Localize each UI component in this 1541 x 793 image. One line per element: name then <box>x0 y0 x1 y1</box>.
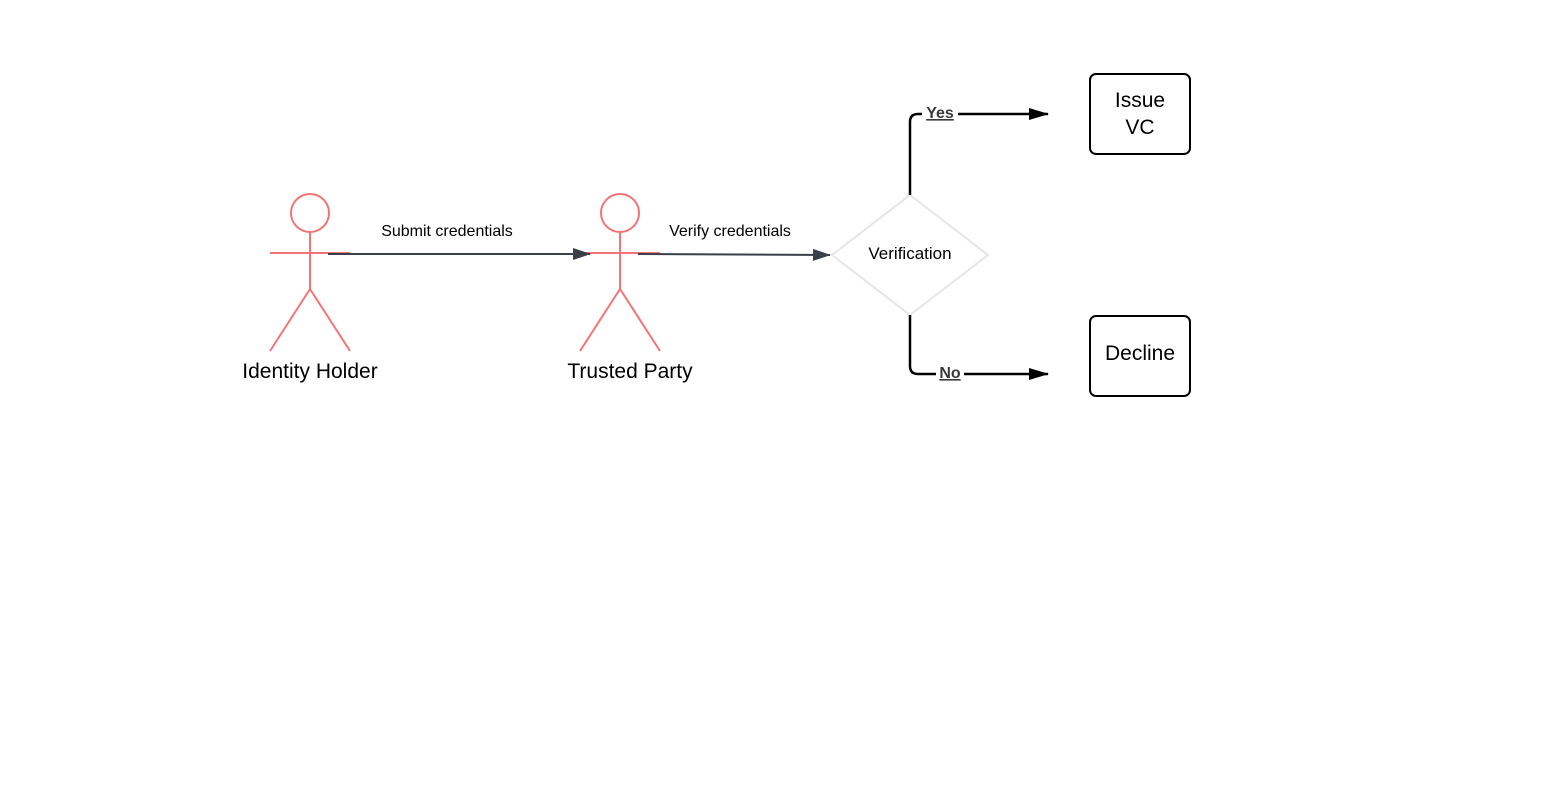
edge-verify-credentials[interactable]: Verify credentials <box>637 223 831 261</box>
actor-label-identity-holder: Identity Holder <box>242 360 377 383</box>
connector-line <box>908 108 1049 195</box>
branch-label-bg <box>936 363 964 381</box>
branch-label-no: No <box>939 365 961 382</box>
box-label-issue-line2: VC <box>1125 116 1154 139</box>
decision-label: Verification <box>868 244 951 263</box>
box-label-decline: Decline <box>1105 342 1175 365</box>
stick-figure-icon <box>269 193 351 352</box>
stick-figure-icon <box>579 193 661 352</box>
branch-yes[interactable]: Yes <box>908 103 1049 195</box>
connector-line <box>637 248 831 261</box>
branch-label-bg <box>922 103 958 121</box>
outcome-decline[interactable]: Decline <box>1089 315 1191 397</box>
branch-no[interactable]: No <box>908 315 1049 382</box>
connector-line <box>908 315 1049 380</box>
decision-verification[interactable]: Verification <box>830 193 990 317</box>
edge-submit-credentials[interactable]: Submit credentials <box>328 223 591 260</box>
edge-label-verify: Verify credentials <box>669 223 791 240</box>
actor-identity-holder[interactable]: Identity Holder <box>242 193 378 383</box>
actor-label-trusted-party: Trusted Party <box>567 360 693 383</box>
box-label-issue-line1: Issue <box>1115 89 1165 112</box>
edge-label-submit: Submit credentials <box>381 223 513 240</box>
process-box <box>1089 315 1191 397</box>
outcome-issue-vc[interactable]: Issue VC <box>1089 73 1191 155</box>
actor-trusted-party[interactable]: Trusted Party <box>567 193 693 383</box>
process-box <box>1089 73 1191 155</box>
branch-label-yes: Yes <box>926 105 954 122</box>
